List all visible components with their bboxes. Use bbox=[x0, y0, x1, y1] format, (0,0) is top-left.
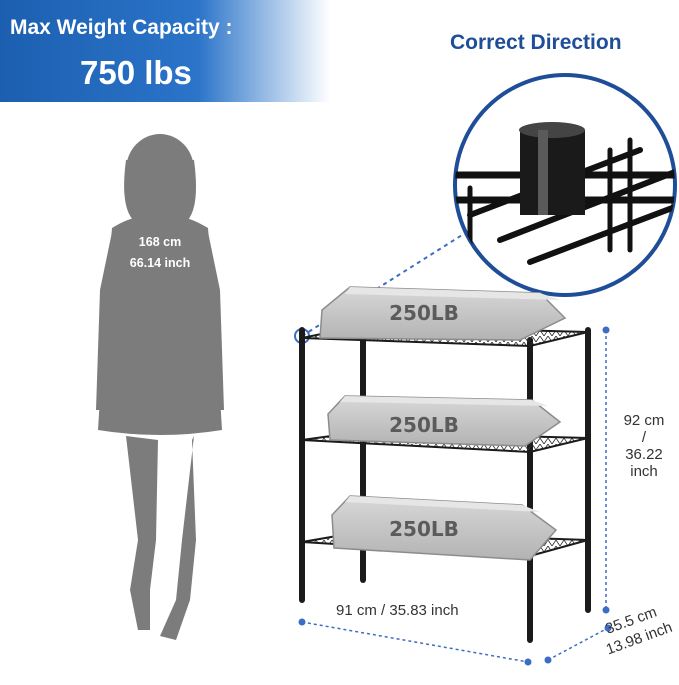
banner-value: 750 lbs bbox=[80, 54, 192, 91]
width-label: 91 cm / 35.83 inch bbox=[336, 602, 459, 619]
banner-title: Max Weight Capacity : bbox=[10, 16, 233, 39]
rack-posts bbox=[299, 327, 591, 643]
ingot-bottom bbox=[331, 495, 558, 561]
load-label-middle: 250LB bbox=[389, 413, 459, 437]
person-height-inch: 66.14 inch bbox=[129, 256, 191, 270]
width-dimension bbox=[301, 621, 529, 663]
load-label-top: 250LB bbox=[389, 301, 459, 325]
correct-direction-callout bbox=[453, 73, 677, 297]
callout-title: Correct Direction bbox=[450, 31, 622, 54]
ingot-top bbox=[319, 286, 567, 341]
height-label-cm: 92 cm bbox=[623, 412, 665, 429]
person-silhouette bbox=[96, 134, 224, 640]
height-label-slash: / bbox=[641, 429, 647, 446]
height-label-inch-unit: inch bbox=[630, 463, 658, 480]
depth-dimension bbox=[547, 627, 609, 661]
height-label-inch-value: 36.22 bbox=[625, 446, 663, 463]
weight-capacity-banner bbox=[0, 0, 330, 102]
load-label-bottom: 250LB bbox=[389, 517, 459, 541]
ingot-middle bbox=[327, 395, 562, 447]
person-height-cm: 168 cm bbox=[138, 235, 182, 249]
